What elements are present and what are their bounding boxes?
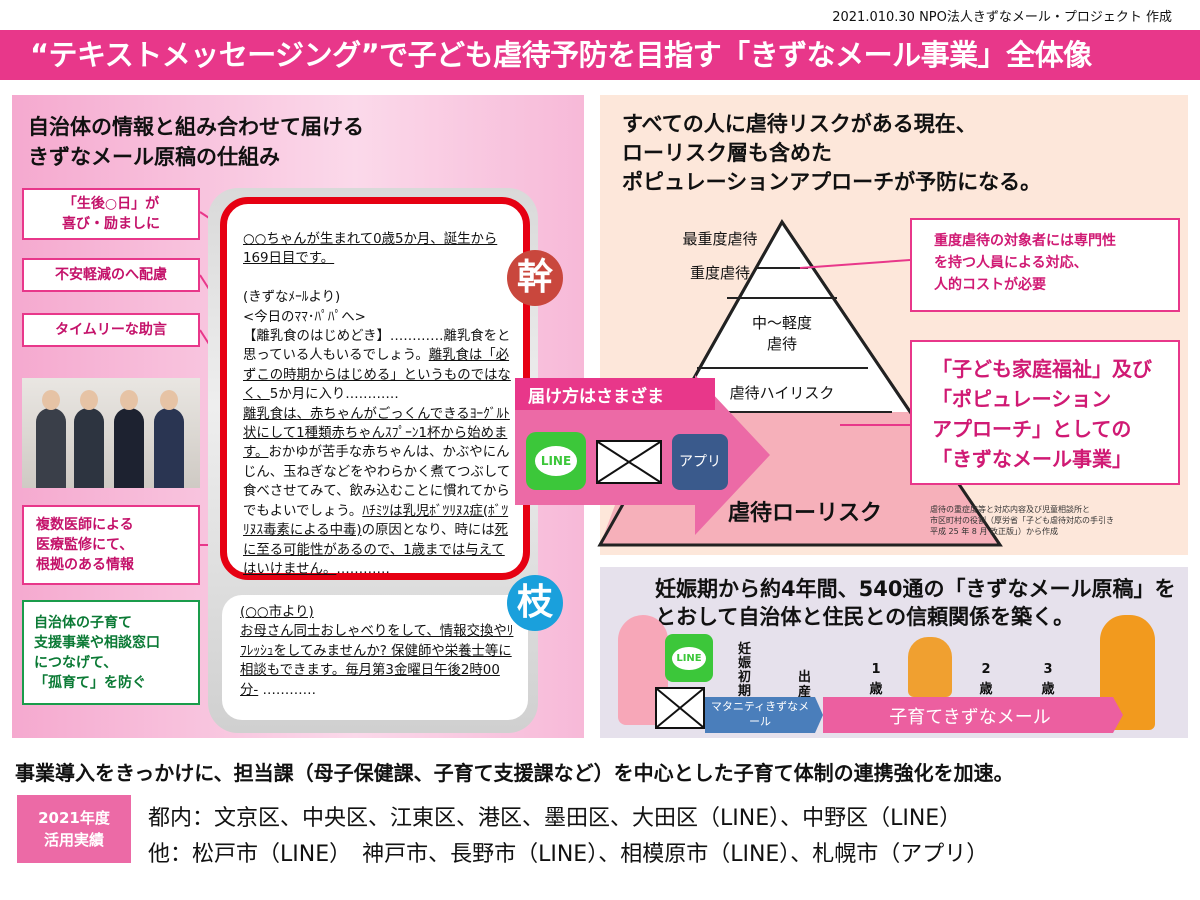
msg-text: 【離乳食のはじめどき】…………離乳食をと思っている人もいるでしょう。 [243, 329, 511, 364]
milestone-3y: 3歳 [1041, 662, 1055, 697]
mother-baby-illustration [908, 637, 952, 697]
branch-badge: 枝 [507, 575, 563, 631]
label-line: 医療監修にて、 [36, 537, 134, 553]
msg-text: ﾊﾁﾐﾂは乳児ﾎﾞﾂﾘﾇｽ症(ﾎﾞﾂﾘﾇｽ毒素による中毒) [243, 503, 509, 539]
email-icon [596, 440, 662, 484]
heading-line: とおして自治体と住民との信頼関係を築く。 [655, 605, 1075, 629]
milestone-2y: 2歳 [979, 662, 993, 697]
year-badge-line: 活用実績 [43, 831, 104, 849]
box-line: アプローチ」としての [932, 417, 1132, 441]
msg-text: 離乳食は、赤ちゃんがごっくんできるﾖｰｸﾞﾙﾄ状にして1種類赤ちゃんｽﾌﾟｰﾝ1… [243, 406, 510, 461]
msg-text: 死に至る可能性があるので、1歳までは与えてはいけません。 [243, 523, 509, 577]
heading-line: 妊娠期から約4年間、540通の「きずなメール原稿」を [655, 577, 1176, 601]
other-municipalities: 他：松戸市（LINE） 神戸市、長野市（LINE）、相模原市（LINE）、札幌市… [148, 842, 989, 867]
label-line: 支援事業や相談窓口 [34, 634, 160, 651]
label-line: 複数医師による [36, 517, 134, 533]
label-line: 不安軽減のへ配慮 [55, 267, 167, 283]
pyramid-level: 虐待ローリスク [728, 501, 883, 526]
childcare-mail-label: 子育てきずなメール [889, 707, 1051, 728]
msg-text: ………… [258, 682, 317, 698]
app-icon: アプリ [672, 434, 728, 490]
heading-line: ポピュレーションアプローチが予防になる。 [622, 170, 1042, 194]
heading-line: ローリスク層も含めた [622, 141, 832, 165]
msg-text: ………… [336, 561, 390, 577]
pyramid-level: 虐待ハイリスク [729, 384, 835, 402]
box-line: 「きずなメール事業」 [932, 447, 1132, 471]
label-birth-day: 「生後○日」が 喜び・励ましに [22, 188, 200, 240]
line-icon-text: LINE [534, 446, 578, 476]
heading-line: きずなメール原稿の仕組み [28, 145, 280, 169]
milestone-1y: 1歳 [869, 662, 883, 697]
label-line: 自治体の子育て [34, 614, 132, 631]
year-badge: 2021年度 活用実績 [17, 795, 131, 863]
trunk-badge: 幹 [507, 250, 563, 306]
line-icon: LINE [526, 432, 586, 490]
line-icon-text: LINE [672, 646, 706, 670]
pyramid-level: 重度虐待 [689, 264, 750, 282]
label-anxiety: 不安軽減のへ配慮 [22, 258, 200, 292]
label-medical-supervision: 複数医師による 医療監修にて、 根拠のある情報 [22, 505, 200, 585]
page-title: “テキストメッセージング”で子ども虐待予防を目指す「きずなメール事業」全体像 [0, 30, 1200, 80]
msg-text: おかゆが苦手な赤ちゃんは、かぶやにんじん、玉ねぎなどをやわらかく煮てつぶして食べ… [243, 445, 511, 519]
box-line: 重度虐待の対象者には専門性 [934, 233, 1116, 249]
box-line: 「子ども家庭福祉」及び [932, 357, 1152, 381]
tokyo-municipalities: 都内：文京区、中央区、江東区、港区、墨田区、大田区（LINE）、中野区（LINE… [148, 806, 962, 831]
label-timely-advice: タイムリーな助言 [22, 313, 200, 347]
msg-text: (○○市より) [240, 605, 314, 620]
label-line: 「生後○日」が [62, 196, 160, 212]
label-line: タイムリーな助言 [55, 322, 167, 338]
left-heading: 自治体の情報と組み合わせて届ける きずなメール原稿の仕組み [28, 112, 364, 172]
source-line: 市区町村の役割（厚労省「子ども虐待対応の手引き [930, 516, 1114, 525]
summary-text: 事業導入をきっかけに、担当課（母子保健課、子育て支援課など）を中心とした子育て体… [15, 761, 1014, 785]
pyramid-level: 中～軽度 虐待 [751, 314, 812, 353]
label-line: 「孤育て」を防ぐ [34, 674, 146, 691]
msg-text: <今日のﾏﾏ･ﾊﾟﾊﾟへ> [243, 309, 366, 325]
source-line: 虐待の重症度等と対応内容及び児童相談所と [930, 505, 1090, 514]
box-line: を持つ人員による対応、 [934, 255, 1088, 271]
team-photo [22, 378, 200, 488]
maternity-mail-label: マタニティきずなメール [710, 700, 810, 728]
email-icon [655, 687, 705, 729]
milestone-birth: 出産 [798, 670, 812, 700]
msg-text: お母さん同士おしゃべりをして、情報交換やﾘﾌﾚｯｼｭをしてみませんか? 保健師や… [240, 624, 514, 698]
delivery-heading: 届け方はさまざま [528, 387, 664, 407]
timeline-heading: 妊娠期から約4年間、540通の「きずなメール原稿」を とおして自治体と住民との信… [655, 575, 1175, 631]
source-line: 平成 25 年 8 月 改正版」）から作成 [930, 527, 1058, 536]
specialist-box: 重度虐待の対象者には専門性 を持つ人員による対応、 人的コストが必要 [910, 218, 1180, 312]
msg-text: ○○ちゃんが生まれて0歳5か月、誕生から169日目です。 [243, 232, 498, 267]
msg-text: 離乳食は「必ずこの時期からはじめる」というものではなく、 [243, 348, 511, 403]
msg-text: の原因となり、時には [361, 523, 495, 539]
right-heading: すべての人に虐待リスクがある現在、 ローリスク層も含めた ポピュレーションアプロ… [622, 110, 1041, 197]
credit-text: 2021.010.30 NPO法人きずなメール・プロジェクト 作成 [832, 10, 1172, 25]
msg-text: (きずなﾒｰﾙより) [243, 290, 341, 306]
label-local-support: 自治体の子育て 支援事業や相談窓口 につなげて、 「孤育て」を防ぐ [22, 600, 200, 705]
label-line: につなげて、 [34, 654, 118, 671]
timeline-arrows [705, 697, 1123, 733]
label-line: 根拠のある情報 [36, 557, 134, 573]
milestone-pregnancy: 妊娠初期 [738, 642, 752, 699]
source-note: 虐待の重症度等と対応内容及び児童相談所と 市区町村の役割（厚労省「子ども虐待対応… [930, 504, 1114, 537]
pyramid-level: 最重度虐待 [682, 230, 758, 248]
msg-text: 5か月に入り………… [269, 387, 399, 403]
population-approach-box: 「子ども家庭福祉」及び 「ポピュレーション アプローチ」としての 「きずなメール… [910, 340, 1180, 485]
label-line: 喜び・励ましに [62, 216, 160, 232]
heading-line: 自治体の情報と組み合わせて届ける [28, 115, 364, 139]
box-line: 人的コストが必要 [934, 277, 1046, 293]
sub-message: (○○市より) お母さん同士おしゃべりをして、情報交換やﾘﾌﾚｯｼｭをしてみませ… [222, 595, 528, 720]
year-badge-line: 2021年度 [38, 809, 110, 827]
line-icon: LINE [665, 634, 713, 682]
heading-line: すべての人に虐待リスクがある現在、 [622, 112, 977, 136]
box-line: 「ポピュレーション [932, 387, 1112, 411]
